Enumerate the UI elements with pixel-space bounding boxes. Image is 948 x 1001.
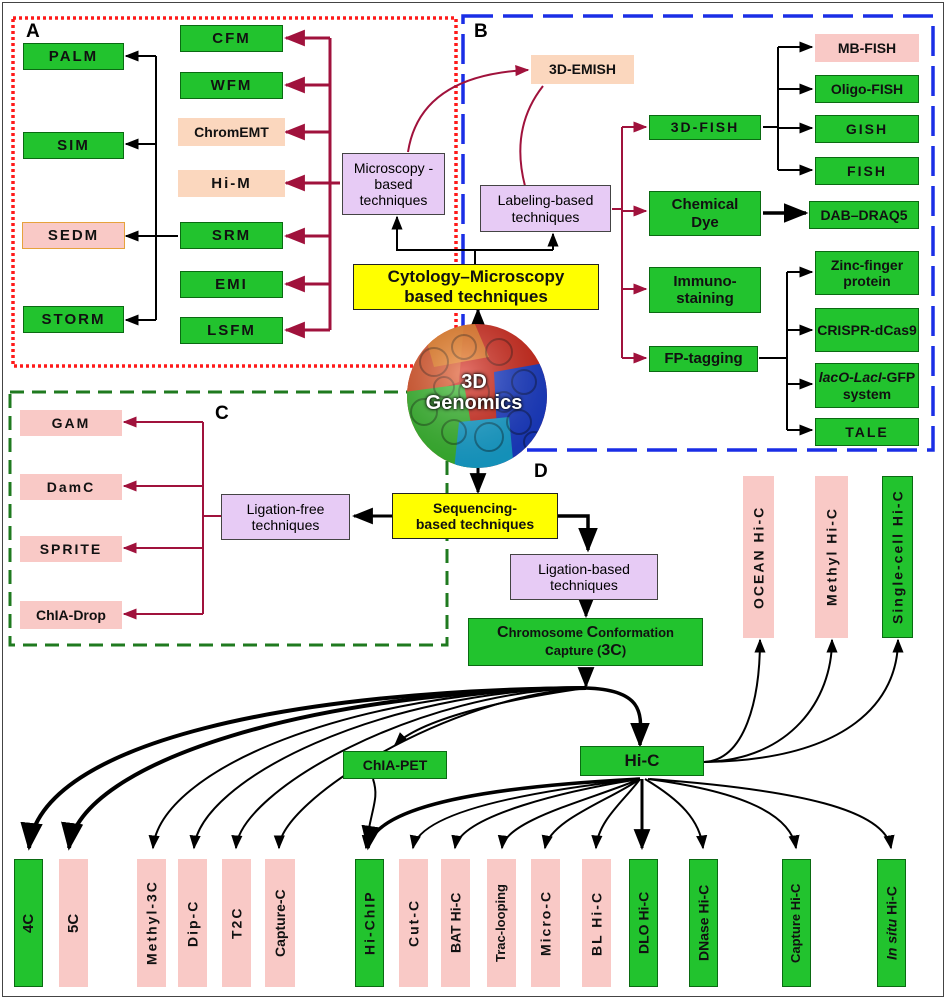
panel-a-black-tree [124,50,178,326]
box-crispr: CRISPR-dCas9 [815,308,919,352]
threec-c1: C [497,623,509,641]
panel-b-fp-tree [759,266,814,436]
box-dlo-hic: DLO Hi-C [629,859,658,987]
box-chia-drop: ChIA-Drop [20,601,122,629]
threec-c2: C [586,623,599,641]
box-zinc-finger: Zinc-finger protein [815,251,919,295]
hic-fan-up [703,638,904,763]
box-chemical-dye: Chemical Dye [649,191,761,236]
box-labeling: Labeling-based techniques [480,185,611,232]
panel-a-red-tree [283,29,340,339]
box-5c: 5C [59,859,88,987]
box-storm: STORM [23,306,124,333]
box-gish: GISH [815,115,919,143]
box-sedm: SEDM [22,222,125,249]
box-methyl-3c: Methyl-3C [137,859,166,987]
panel-b-frame [461,14,935,452]
laco-text: lacO [818,369,850,386]
box-fish: FISH [815,157,919,185]
box-cfm: CFM [180,25,283,52]
box-t2c: T2C [222,859,251,987]
box-palm: PALM [23,43,124,70]
panel-label-c: C [215,403,229,424]
panel-c-red-tree [122,416,221,620]
box-sequencing: Sequencing-based techniques [392,493,558,539]
box-immuno: Immuno-staining [649,267,761,313]
threec-fan [20,686,650,851]
panel-b-fish-tree [763,41,814,176]
box-ocean-hic: OCEAN Hi-C [743,476,774,638]
box-ligation-free: Ligation-free techniques [221,494,350,540]
threec-c4: 3C [601,642,622,659]
box-hi-chip: Hi-ChIP [355,859,384,987]
box-capture-c: Capture-C [265,859,295,987]
laci-text: LacI [853,369,882,386]
box-gam: GAM [20,410,122,436]
in-situ-text: In situ [883,918,900,960]
3d-genomics-label: 3D Genomics [408,372,540,414]
box-3c: Chromosome Conformation capture (3C) [468,618,703,666]
in-situ-hic-text: Hi-C [883,886,900,919]
box-micro-c: Micro-C [531,859,560,987]
center-line2: Genomics [425,392,523,414]
box-fp-tagging: FP-tagging [649,346,758,372]
box-sim: SIM [23,132,124,159]
box-chromemt: ChromEMT [178,118,285,146]
box-bat-hic: BAT Hi-C [441,859,470,987]
3d-genomics-sphere [407,324,547,468]
box-srm: SRM [180,222,283,249]
arrow-seq-ligbased [558,514,598,553]
hic-fan-down [361,777,895,851]
curve-label-emish [519,85,544,187]
threec-c3: c [544,642,554,659]
curve-micro-emish [407,64,530,153]
panel-label-d: D [534,461,548,482]
box-methyl-hic: Methyl Hi-C [815,476,848,638]
box-laco-laci: lacO-LacI-GFP system [815,363,919,408]
cytology-bracket [391,215,559,264]
box-dnase-hic: DNase Hi-C [689,859,718,987]
box-microscopy: Microscopy -based techniques [342,153,445,215]
box-trac-looping: Trac-looping [487,859,516,987]
box-sprite: SPRITE [20,536,122,562]
threec-r4: ) [621,643,627,658]
panel-b-red-tree [612,121,648,364]
box-tale: TALE [815,418,919,446]
box-emi: EMI [180,271,283,298]
box-bl-hic: BL Hi-C [582,859,611,987]
box-him: Hi-M [178,170,285,197]
laco-rest: -GFP system [842,369,916,402]
box-dip-c: Dip-C [178,859,207,987]
box-damc: DamC [20,474,122,500]
box-cut-c: Cut-C [399,859,428,987]
box-4c: 4C [14,859,43,987]
threec-r1: hromosome [508,624,587,640]
box-ligation-based: Ligation-based techniques [510,554,658,600]
box-capture-hic: Capture Hi-C [782,859,811,987]
box-3d-fish: 3D-FISH [649,115,761,140]
box-in-situ-hic: In situ Hi-C [877,859,906,987]
box-dab-draq5: DAB–DRAQ5 [809,201,919,229]
box-hic: Hi-C [580,746,704,776]
panel-label-a: A [26,21,40,42]
laco-dash: - [849,369,854,386]
box-mb-fish: MB-FISH [815,34,919,62]
panel-label-b: B [474,21,488,42]
box-single-cell-hic: Single-cell Hi-C [882,476,913,638]
threec-r2: onformation [598,624,674,640]
center-line1: 3D [461,371,487,393]
box-chia-pet: ChIA-PET [343,751,447,779]
box-oligo-fish: Oligo-FISH [815,75,919,103]
threec-r3: apture ( [553,643,602,658]
box-3d-emish: 3D-EMISH [531,55,634,84]
box-cytology: Cytology–Microscopy based techniques [353,264,599,310]
box-wfm: WFM [180,72,283,99]
box-lsfm: LSFM [180,317,283,344]
